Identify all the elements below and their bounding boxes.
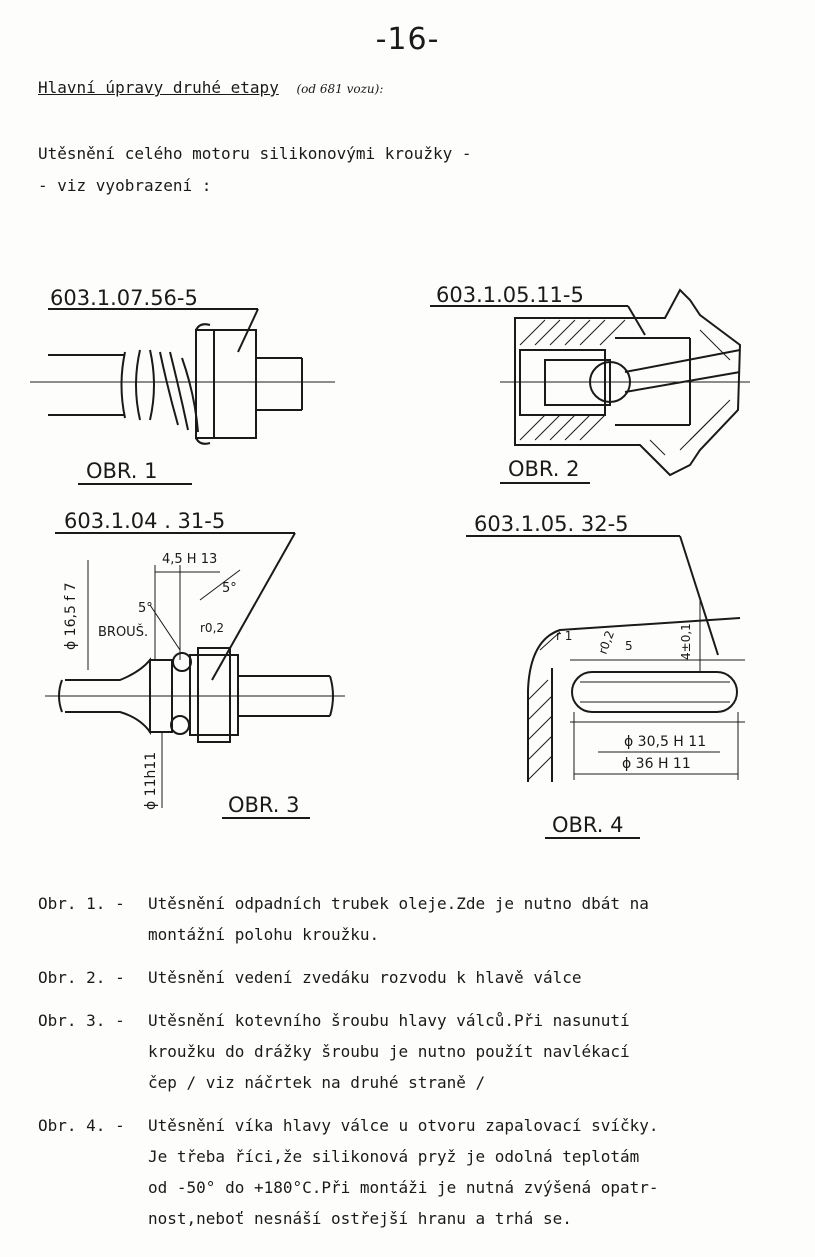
fig3-grind-note: BROUŠ. (98, 624, 148, 640)
fig3-part-number: 603.1.04 . 31-5 (64, 509, 225, 533)
caption-line: Utěsnění kotevního šroubu hlavy válců.Př… (148, 1011, 630, 1030)
caption-line: Utěsnění vedení zvedáku rozvodu k hlavě … (148, 968, 582, 987)
fig3-dim-bottom: ϕ 11h11 (143, 752, 159, 810)
fig4-r1: r 1 (556, 629, 572, 643)
fig4-part-number: 603.1.05. 32-5 (474, 512, 629, 536)
caption-fig4: Obr. 4. - Utěsnění víka hlavy válce u ot… (38, 1110, 798, 1234)
caption-line: nost,neboť nesnáší ostřejší hranu a trhá… (148, 1209, 572, 1228)
fig4-label: OBR. 4 (552, 813, 624, 837)
fig3-label: OBR. 3 (228, 793, 300, 817)
caption-line: Utěsnění víka hlavy válce u otvoru zapal… (148, 1116, 659, 1135)
fig3-angle-1: 5° (138, 601, 153, 616)
intro-line-2: - viz vyobrazení : (38, 176, 212, 195)
fig1-label: OBR. 1 (86, 459, 158, 483)
fig3-radius: r0,2 (200, 621, 224, 635)
caption-fig1: Obr. 1. - Utěsnění odpadních trubek olej… (38, 888, 798, 950)
caption-label: Obr. 3. - (38, 1011, 125, 1030)
figure-3: 603.1.04 . 31-5 4,5 H 13 ϕ 16,5 f 7 BROU… (45, 509, 345, 819)
caption-label: Obr. 1. - (38, 894, 125, 913)
fig3-dim-left: ϕ 16,5 f 7 (63, 582, 79, 650)
caption-label: Obr. 2. - (38, 968, 125, 987)
caption-line: od -50° do +180°C.Při montáži je nutná z… (148, 1178, 659, 1197)
page-number: -16- (375, 22, 440, 57)
fig3-dim-top: 4,5 H 13 (162, 552, 217, 567)
figure-2: 603.1.05.11-5 OBR. 2 (430, 283, 750, 484)
fig3-angle-2: 5° (222, 581, 237, 596)
intro-text: Utěsnění celého motoru silikonovými krou… (38, 138, 471, 202)
fig4-tol: 4±0,1 (679, 623, 693, 660)
caption-line: kroužku do drážky šroubu je nutno použít… (148, 1042, 630, 1061)
fig4-r02: r0,2 (596, 629, 617, 656)
caption-fig3: Obr. 3. - Utěsnění kotevního šroubu hlav… (38, 1005, 798, 1098)
intro-line-1: Utěsnění celého motoru silikonovými krou… (38, 144, 472, 163)
fig4-dim-inner: ϕ 30,5 H 11 (624, 734, 706, 750)
section-heading: Hlavní úpravy druhé etapy (od 681 vozu): (38, 78, 383, 97)
caption-line: čep / viz náčrtek na druhé straně / (148, 1073, 486, 1092)
fig2-label: OBR. 2 (508, 457, 580, 481)
fig4-dim-outer: ϕ 36 H 11 (622, 756, 691, 772)
heading-note: (od 681 vozu): (296, 82, 384, 96)
heading-title: Hlavní úpravy druhé etapy (38, 78, 279, 97)
caption-fig2: Obr. 2. - Utěsnění vedení zvedáku rozvod… (38, 962, 798, 993)
figure-4: 603.1.05. 32-5 r 1 r0,2 5 4±0,1 ϕ 30,5 H… (466, 512, 745, 839)
fig1-part-number: 603.1.07.56-5 (50, 286, 198, 310)
caption-line: Utěsnění odpadních trubek oleje.Zde je n… (148, 894, 649, 913)
caption-line: Je třeba říci,že silikonová pryž je odol… (148, 1147, 640, 1166)
fig2-part-number: 603.1.05.11-5 (436, 283, 584, 307)
caption-label: Obr. 4. - (38, 1116, 125, 1135)
caption-line: montážní polohu kroužku. (148, 925, 380, 944)
figure-captions: Obr. 1. - Utěsnění odpadních trubek olej… (38, 888, 798, 1246)
fig4-five: 5 (625, 639, 633, 653)
figure-1: 603.1.07.56-5 OBR. 1 (30, 286, 335, 485)
